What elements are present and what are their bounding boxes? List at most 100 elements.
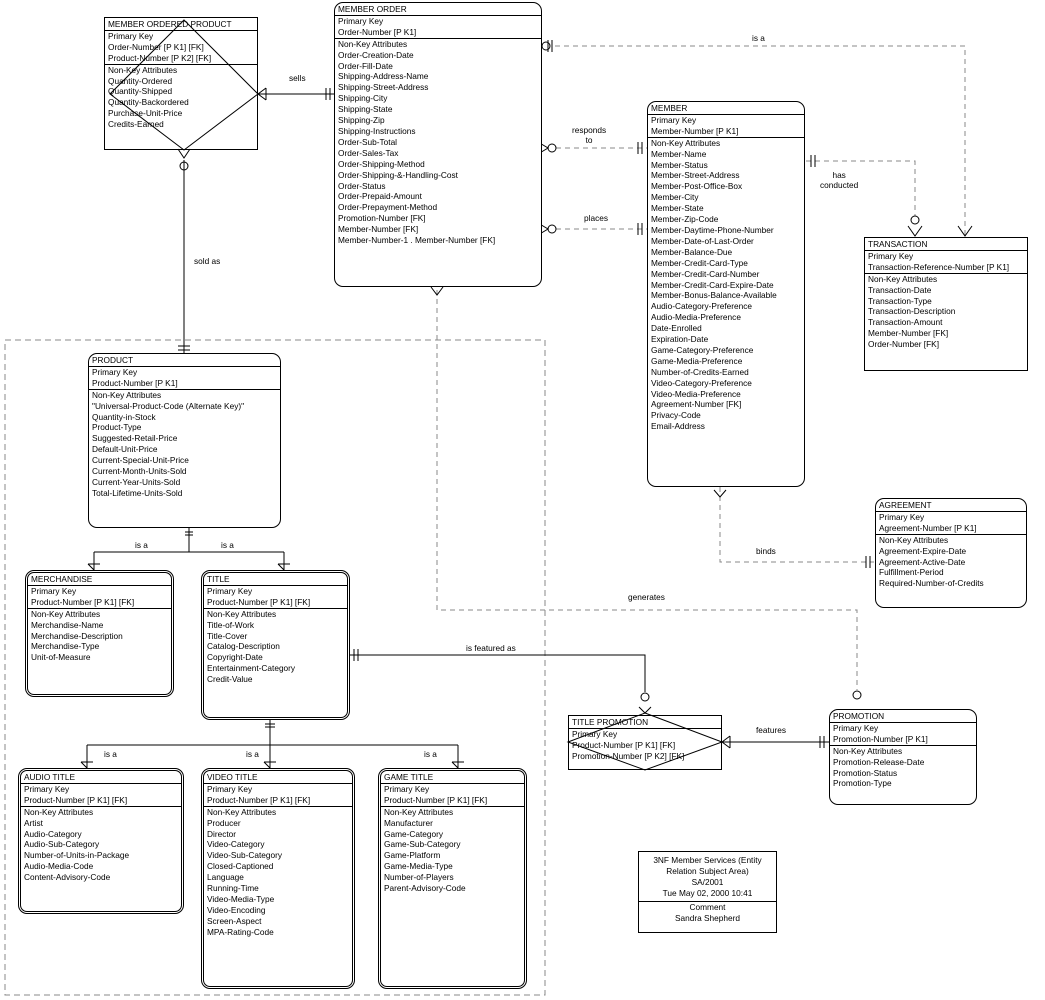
attribute-item: Product-Number [P K1] [FK] [384,794,488,805]
primary-key-list: Product-Number [P K1] [FK] [24,795,178,806]
primary-key-list: Product-Number [P K1] [FK] [207,597,344,608]
label-is-a-merchandise: is a [135,540,148,550]
entity-name: TRANSACTION [868,239,928,249]
attribute-item: Order-Status [338,180,386,191]
attribute-item: Product-Number [P K1] [FK] [572,739,676,750]
entity-title[interactable]: TITLE Primary Key Product-Number [P K1] … [201,570,350,720]
attribute-item: Purchase-Unit-Price [108,108,183,119]
nk-label: Non-Key Attributes [21,805,181,818]
attribute-item: Order-Prepayment-Method [338,202,438,213]
attribute-item: Default-Unit-Price [92,444,158,455]
entity-name: MEMBER ORDERED PRODUCT [108,19,232,29]
pk-label: Primary Key [830,721,976,734]
attribute-item: Unit-of-Measure [31,652,91,663]
nk-label: Non-Key Attributes [105,63,257,76]
entity-member-order[interactable]: MEMBER ORDER Primary Key Order-Number [P… [334,2,542,287]
line-is-a-member-order [555,45,966,236]
attribute-item: Merchandise-Type [31,641,100,652]
optional-circle-member-order [541,41,551,51]
attribute-item: Director [207,828,237,839]
line-is-featured-as [350,654,646,692]
attribute-item: Fulfillment-Period [879,567,944,578]
attribute-item: Screen-Aspect [207,915,262,926]
attribute-item: Promotion-Number [P K2] [FK] [572,750,685,761]
attribute-item: "Universal-Product-Code (Alternate Key)" [92,400,245,411]
entity-video-title[interactable]: VIDEO TITLE Primary Key Product-Number [… [201,768,355,989]
attribute-item: Member-Daytime-Phone-Number [651,224,774,235]
attribute-item: Artist [24,817,43,828]
attribute-item: Number-of-Players [384,872,454,883]
attribute-item: Order-Fill-Date [338,60,393,71]
attribute-item: Shipping-Zip [338,115,385,126]
attribute-item: Product-Number [P K2] [FK] [108,52,212,63]
attribute-item: Shipping-City [338,93,388,104]
attribute-item: Shipping-Street-Address [338,82,429,93]
label-features: features [756,725,786,735]
attribute-item: Merchandise-Description [31,630,123,641]
attribute-item: Order-Shipping-&-Handling-Cost [338,169,458,180]
attribute-item: Email-Address [651,421,705,432]
attribute-item: Current-Special-Unit-Price [92,455,189,466]
attribute-item: Order-Shipping-Method [338,158,425,169]
entity-name: MEMBER ORDER [338,4,407,14]
optional-circle-generates [852,690,862,700]
attribute-item: Title-Cover [207,630,248,641]
attribute-item: Transaction-Reference-Number [P K1] [868,261,1010,272]
attribute-item: Member-City [651,192,699,203]
primary-key-list: Product-Number [P K1] [FK] [207,795,349,806]
entity-member[interactable]: MEMBER Primary Key Member-Number [P K1] … [647,101,805,487]
optional-circle-has-conducted [910,215,920,225]
line-product-is-a [93,528,285,570]
attribute-item: Product-Number [P K1] [FK] [24,794,128,805]
attribute-item: Copyright-Date [207,652,263,663]
attribute-item: Product-Type [92,422,142,433]
entity-game-title[interactable]: GAME TITLE Primary Key Product-Number [P… [378,768,527,989]
entity-transaction[interactable]: TRANSACTION Primary Key Transaction-Refe… [864,237,1028,371]
line-has-conducted [806,160,916,216]
primary-key-list: Promotion-Number [P K1] [833,734,973,745]
label-is-a-game: is a [424,749,437,759]
attribute-item: Title-of-Work [207,619,255,630]
attribute-item: Producer [207,817,241,828]
nk-label: Non-Key Attributes [381,805,524,818]
attribute-item: Tue May 02, 2000 10:41 [662,888,753,898]
marker-product-is-a [87,531,290,571]
attribute-item: Quantity-Shipped [108,86,173,97]
attribute-item: Transaction-Type [868,295,932,306]
entity-name: PROMOTION [833,711,885,721]
marker-is-featured-as [353,649,652,714]
attribute-item: Order-Number [P K1] [FK] [108,41,204,52]
entity-merchandise[interactable]: MERCHANDISE Primary Key Product-Number [… [25,570,174,697]
attribute-item: Closed-Captioned [207,861,274,872]
pk-label: Primary Key [876,510,1026,523]
entity-promotion[interactable]: PROMOTION Primary Key Promotion-Number [… [829,709,977,805]
pk-label: Primary Key [569,727,721,740]
attribute-item: Number-of-Units-in-Package [24,850,130,861]
marker-title-is-a [80,723,464,769]
pk-label: Primary Key [204,782,352,795]
marker-has-conducted [810,155,923,237]
label-is-featured-as: is featured as [466,643,516,653]
attribute-item: Quantity-in-Stock [92,411,156,422]
attribute-item: Game-Sub-Category [384,839,461,850]
attribute-item: Member-Balance-Due [651,246,733,257]
attribute-item: Required-Number-of-Credits [879,578,984,589]
entity-agreement[interactable]: AGREEMENT Primary Key Agreement-Number [… [875,498,1027,608]
entity-product[interactable]: PRODUCT Primary Key Product-Number [P K1… [88,353,281,528]
entity-member-ordered-product[interactable]: MEMBER ORDERED PRODUCT Primary Key Order… [104,17,258,150]
entity-audio-title[interactable]: AUDIO TITLE Primary Key Product-Number [… [18,768,184,914]
attribute-item: Agreement-Active-Date [879,556,966,567]
pk-label: Primary Key [865,249,1027,262]
entity-name: TITLE [207,574,230,584]
attribute-item: Audio-Sub-Category [24,839,100,850]
attribute-list: "Universal-Product-Code (Alternate Key)"… [92,401,277,499]
nk-label: Non-Key Attributes [335,37,541,50]
label-responds-to-text: responds to [572,125,607,145]
entity-title-promotion[interactable]: TITLE PROMOTION Primary Key Product-Numb… [568,715,722,770]
attribute-item: Member-Number-1 . Member-Number [FK] [338,235,496,246]
attribute-item: Audio-Category [24,828,82,839]
attribute-item: Product-Number [P K1] [92,377,178,388]
